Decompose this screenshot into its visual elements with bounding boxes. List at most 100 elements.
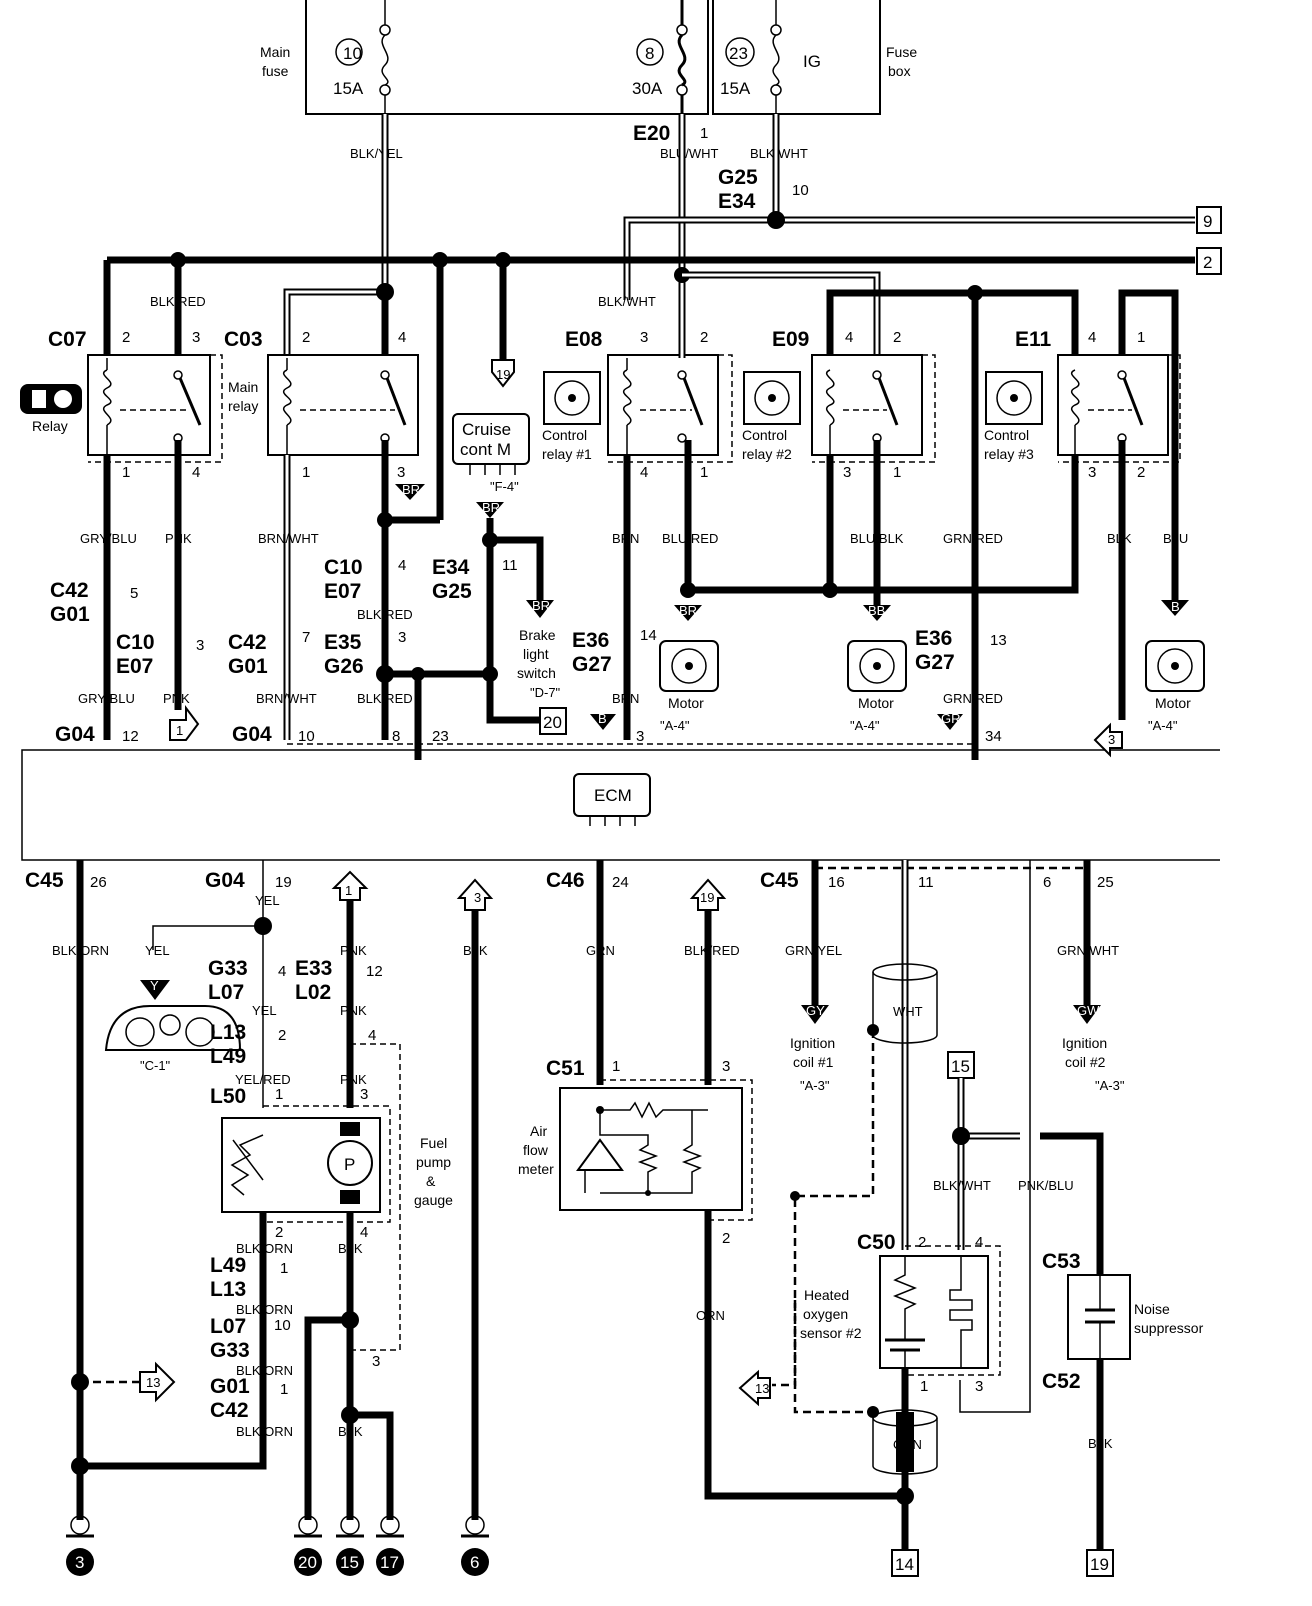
wire-label-brn-wht: BRN/WHT <box>258 531 319 546</box>
wire-label-blu-blk: BLU/BLK <box>850 531 904 546</box>
c42-b-pin: 7 <box>302 629 310 646</box>
c07-pin-2: 2 <box>122 329 130 346</box>
g04-pin-8: 8 <box>392 728 400 745</box>
wire-label-pnk-lower-3: PNK <box>340 1072 367 1087</box>
air-flow-meter <box>559 1079 753 1221</box>
fuse-23-rating: 15A <box>720 79 751 98</box>
radiator-motor-3: B Motor "A-4" <box>1145 599 1205 733</box>
ref-19-arrow-up <box>689 878 727 911</box>
air-flow-label-2: flow <box>523 1142 549 1158</box>
g04-pin-10: 10 <box>298 728 315 745</box>
ref-1-up-label: 1 <box>345 883 352 898</box>
connector-c51: C51 <box>546 1057 585 1080</box>
connector-c42-a: C42 <box>50 579 89 602</box>
ref-2-label: 2 <box>1203 253 1212 272</box>
wire-label-blk-orn-3: BLK/ORN <box>236 1302 293 1317</box>
connector-e09: E09 <box>772 328 809 351</box>
relay-c03: C03 2 4 1 3 Main relay BR <box>224 283 425 740</box>
control-relay-1-label: Control <box>542 427 587 443</box>
ref-13-arrow-b <box>738 1369 771 1407</box>
ground-17: 17 <box>376 1515 404 1576</box>
l49-pin: 4 <box>368 1027 376 1044</box>
ref-box-14 <box>891 1549 919 1577</box>
ignition-coil-2-label-2: coil #2 <box>1065 1054 1106 1070</box>
connector-e08: E08 <box>565 328 603 351</box>
ignition-coil-1-label: Ignition <box>790 1035 835 1051</box>
junction-e34 <box>767 211 785 229</box>
fuse-8-symbol <box>676 0 688 114</box>
connector-c45-a: C45 <box>25 869 64 892</box>
fuse-8-rating: 30A <box>632 79 663 98</box>
brake-label-2: light <box>523 646 549 662</box>
fuse-10-rating: 15A <box>333 79 364 98</box>
ground-6: 6 <box>461 1515 489 1576</box>
e08-pin-4: 4 <box>640 464 648 481</box>
connector-g01-b: G01 <box>228 655 268 678</box>
ignition-coil-2-ref: "A-3" <box>1095 1078 1125 1093</box>
tag-br-4: BR <box>679 603 697 618</box>
motor-1-ref: "A-4" <box>660 718 690 733</box>
c50-pin-4: 4 <box>975 1234 983 1251</box>
wire-label-grn-red: GRN/RED <box>943 531 1003 546</box>
wire-label-blk-yel: BLK/YEL <box>350 146 403 161</box>
c07-pin-3: 3 <box>192 329 200 346</box>
wire-label-blu-wht: BLU/WHT <box>660 146 719 161</box>
gauge-ref: "C-1" <box>140 1058 171 1073</box>
ref-box-2 <box>1196 247 1222 275</box>
tag-y: Y <box>150 978 159 993</box>
e35-pin: 3 <box>398 629 406 646</box>
ref-9-label: 9 <box>1203 212 1212 231</box>
brake-label: Brake <box>519 627 556 643</box>
wire-label-brn-wht-2: BRN/WHT <box>256 691 317 706</box>
tag-gw: GW <box>1077 1003 1100 1018</box>
wire-label-brn-2: BRN <box>612 691 639 706</box>
l50-pin-2: 2 <box>275 1224 283 1241</box>
orn-shield: ORN <box>872 1409 938 1475</box>
gauge-cluster-icon <box>104 1005 242 1051</box>
c45-a-pin: 26 <box>90 874 107 891</box>
ref-3-label: 3 <box>1108 732 1115 747</box>
connector-e34: E34 <box>718 190 756 213</box>
connector-g04-b: G04 <box>232 723 272 746</box>
c51-pin-1: 1 <box>612 1058 620 1075</box>
radiator-motor-1: BR Motor "A-4" <box>659 603 719 733</box>
connector-e34-b: E34 <box>432 556 470 579</box>
ref-13-label-b: 13 <box>755 1381 769 1396</box>
ref-14-label: 14 <box>895 1555 914 1574</box>
wire-label-blu-red: BLU/RED <box>662 531 718 546</box>
connector-g25-b: G25 <box>432 580 472 603</box>
e08-pin-2: 2 <box>700 329 708 346</box>
ground-6-label: 6 <box>470 1553 479 1572</box>
fuse-23-symbol <box>770 0 782 114</box>
fuse-box: Fuse box 23 15A IG <box>712 0 917 115</box>
wire-label-grn-yel: GRN/YEL <box>785 943 842 958</box>
fuse-23-circle <box>725 37 755 67</box>
connector-l07: L07 <box>208 981 244 1004</box>
tag-gr: GR <box>941 711 961 726</box>
e11-pin-4: 4 <box>1088 329 1096 346</box>
ref-box-15 <box>947 1051 975 1079</box>
ground-17-label: 17 <box>380 1553 399 1572</box>
ref-box-9 <box>1196 206 1222 234</box>
fuse-23-number: 23 <box>729 44 748 63</box>
connector-c46: C46 <box>546 869 585 892</box>
connector-g27-b: G27 <box>915 651 955 674</box>
main-relay-label-2: relay <box>228 398 258 414</box>
fuse-box-label: Fuse <box>886 44 917 60</box>
wire-label-blk-lower: BLK <box>463 943 488 958</box>
ho2s-label-3: sensor #2 <box>800 1325 862 1341</box>
e08-pin-3: 3 <box>640 329 648 346</box>
radiator-motor-2: BB Motor "A-4" <box>847 603 907 733</box>
connector-c10-b: C10 <box>324 556 363 579</box>
wire-label-blk-wht-2: BLK/WHT <box>598 294 656 309</box>
tag-b-2: B <box>598 711 607 726</box>
c07-pin-1: 1 <box>122 464 130 481</box>
fuel-pump-label-4: gauge <box>414 1192 453 1208</box>
c45-b-pin: 16 <box>828 874 845 891</box>
connector-e36-b: E36 <box>915 627 952 650</box>
wire-label-yel: YEL <box>255 893 280 908</box>
ground-3: 3 <box>66 1515 94 1576</box>
ref-19-arrow <box>491 359 515 388</box>
connector-c52: C52 <box>1042 1370 1081 1393</box>
